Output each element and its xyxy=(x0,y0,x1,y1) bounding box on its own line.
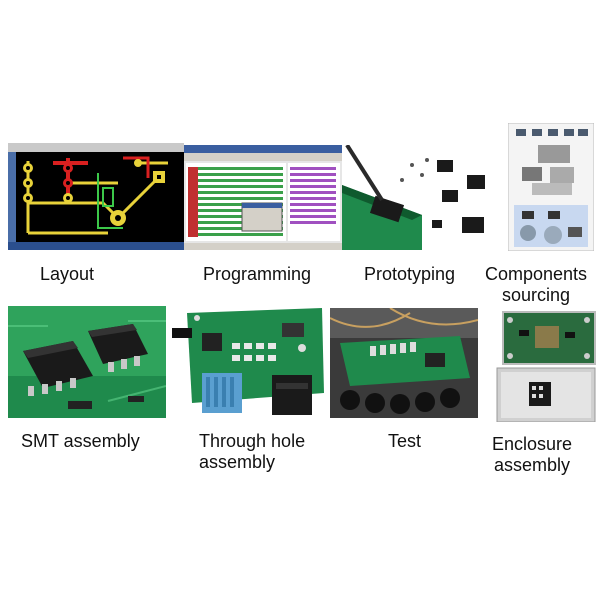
caption-line: Components xyxy=(485,264,588,284)
caption-test: Test xyxy=(388,431,421,452)
through-hole-assembly-image xyxy=(172,303,328,421)
caption-line: Enclosure xyxy=(492,434,573,454)
caption-prototyping: Prototyping xyxy=(364,264,455,285)
caption-through-hole-assembly: Through hole assembly xyxy=(199,431,305,473)
caption-line: assembly xyxy=(199,452,276,472)
smt-assembly-image xyxy=(8,306,166,418)
layout-image xyxy=(8,143,184,250)
caption-line: Layout xyxy=(40,264,95,284)
test-image xyxy=(330,308,478,418)
caption-smt-assembly: SMT assembly xyxy=(21,431,140,452)
caption-line: Through hole xyxy=(199,431,306,451)
caption-line: sourcing xyxy=(502,285,571,305)
caption-line: Programming xyxy=(203,264,312,284)
caption-layout: Layout xyxy=(40,264,94,285)
caption-line: assembly xyxy=(494,455,571,475)
caption-line: Prototyping xyxy=(364,264,456,284)
caption-line: SMT assembly xyxy=(21,431,140,451)
prototyping-image xyxy=(342,145,494,250)
programming-image xyxy=(184,145,342,250)
caption-enclosure-assembly: Enclosure assembly xyxy=(492,434,572,476)
enclosure-assembly-image xyxy=(495,310,599,422)
components-sourcing-image xyxy=(508,123,594,251)
caption-components-sourcing: Components sourcing xyxy=(485,264,587,306)
caption-programming: Programming xyxy=(203,264,311,285)
caption-line: Test xyxy=(388,431,422,451)
